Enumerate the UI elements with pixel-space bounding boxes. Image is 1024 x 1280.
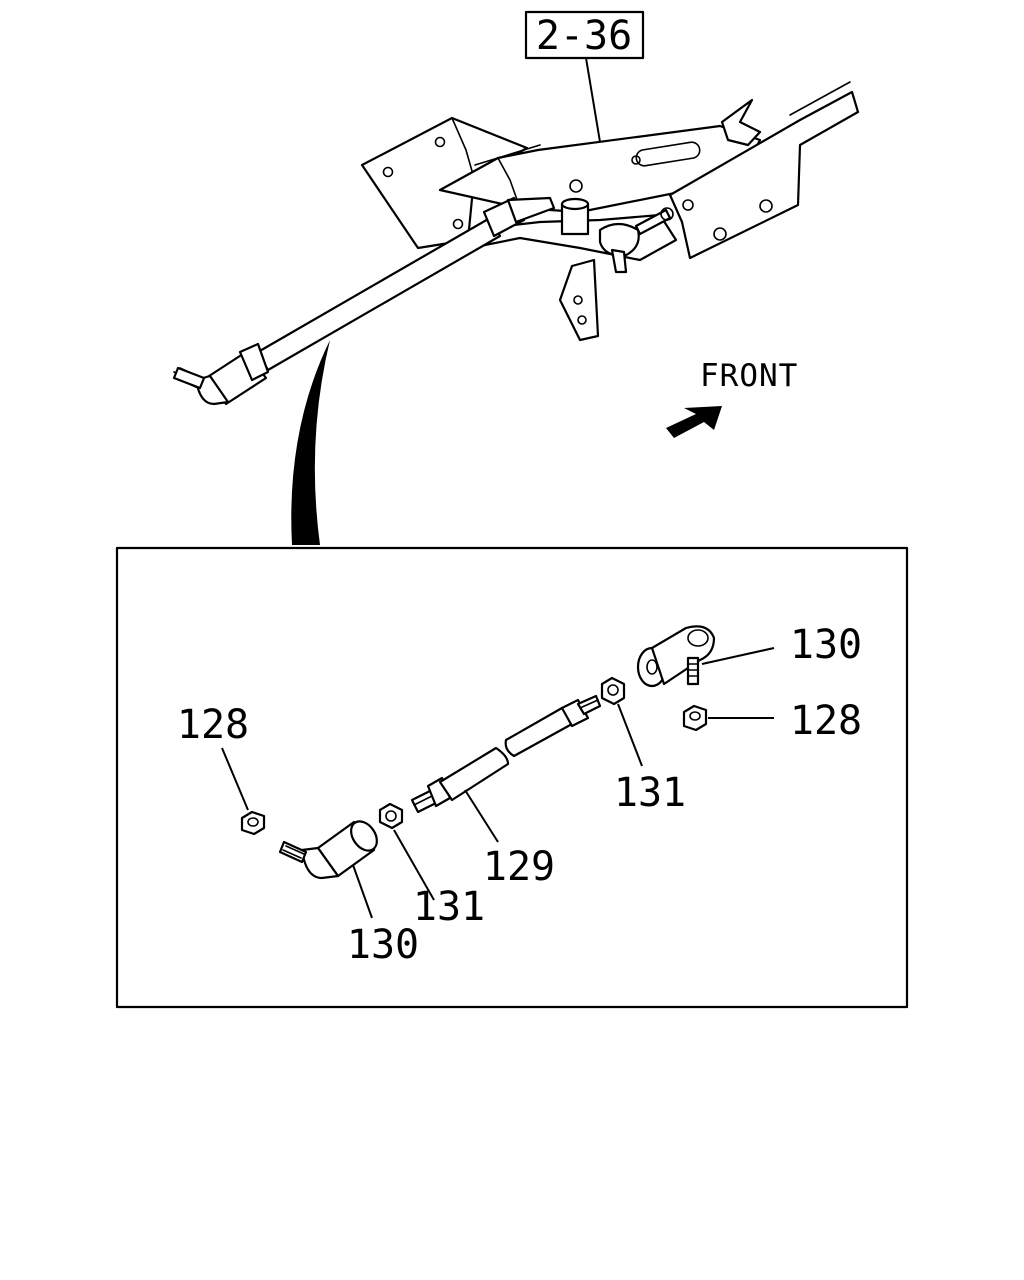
detail-frame	[115, 546, 909, 1009]
front-label: FRONT	[700, 358, 798, 394]
reference-frame	[524, 10, 645, 60]
front-indicator: FRONT	[666, 358, 798, 438]
upper-assembly: 2-36	[172, 10, 860, 545]
reference-leader	[585, 57, 601, 143]
right-frame	[668, 81, 860, 260]
nut-left: 128	[177, 702, 266, 836]
front-arrow-icon	[666, 406, 722, 438]
locknut-right: 131	[600, 676, 686, 816]
locknut-left: 131	[378, 802, 485, 930]
pivot-assembly	[448, 197, 678, 342]
detail-view: 128 130 131	[115, 546, 909, 1009]
rod: 129	[410, 694, 602, 890]
detail-pointer-icon	[291, 340, 330, 545]
reference-box: 2-36	[524, 10, 645, 143]
control-rod-assembled	[172, 196, 556, 406]
callout-nut-left: 128	[177, 702, 249, 748]
callout-rod-end-right: 130	[790, 622, 862, 668]
reference-label: 2-36	[536, 13, 632, 59]
nut-right: 128	[682, 698, 862, 744]
callout-rod-end-left: 130	[347, 922, 419, 968]
rod-end-left: 130	[278, 820, 419, 968]
callout-rod: 129	[483, 844, 555, 890]
callout-nut-right: 128	[790, 698, 862, 744]
callout-locknut-left: 131	[413, 884, 485, 930]
callout-locknut-right: 131	[614, 770, 686, 816]
rod-end-right: 130	[636, 622, 862, 688]
